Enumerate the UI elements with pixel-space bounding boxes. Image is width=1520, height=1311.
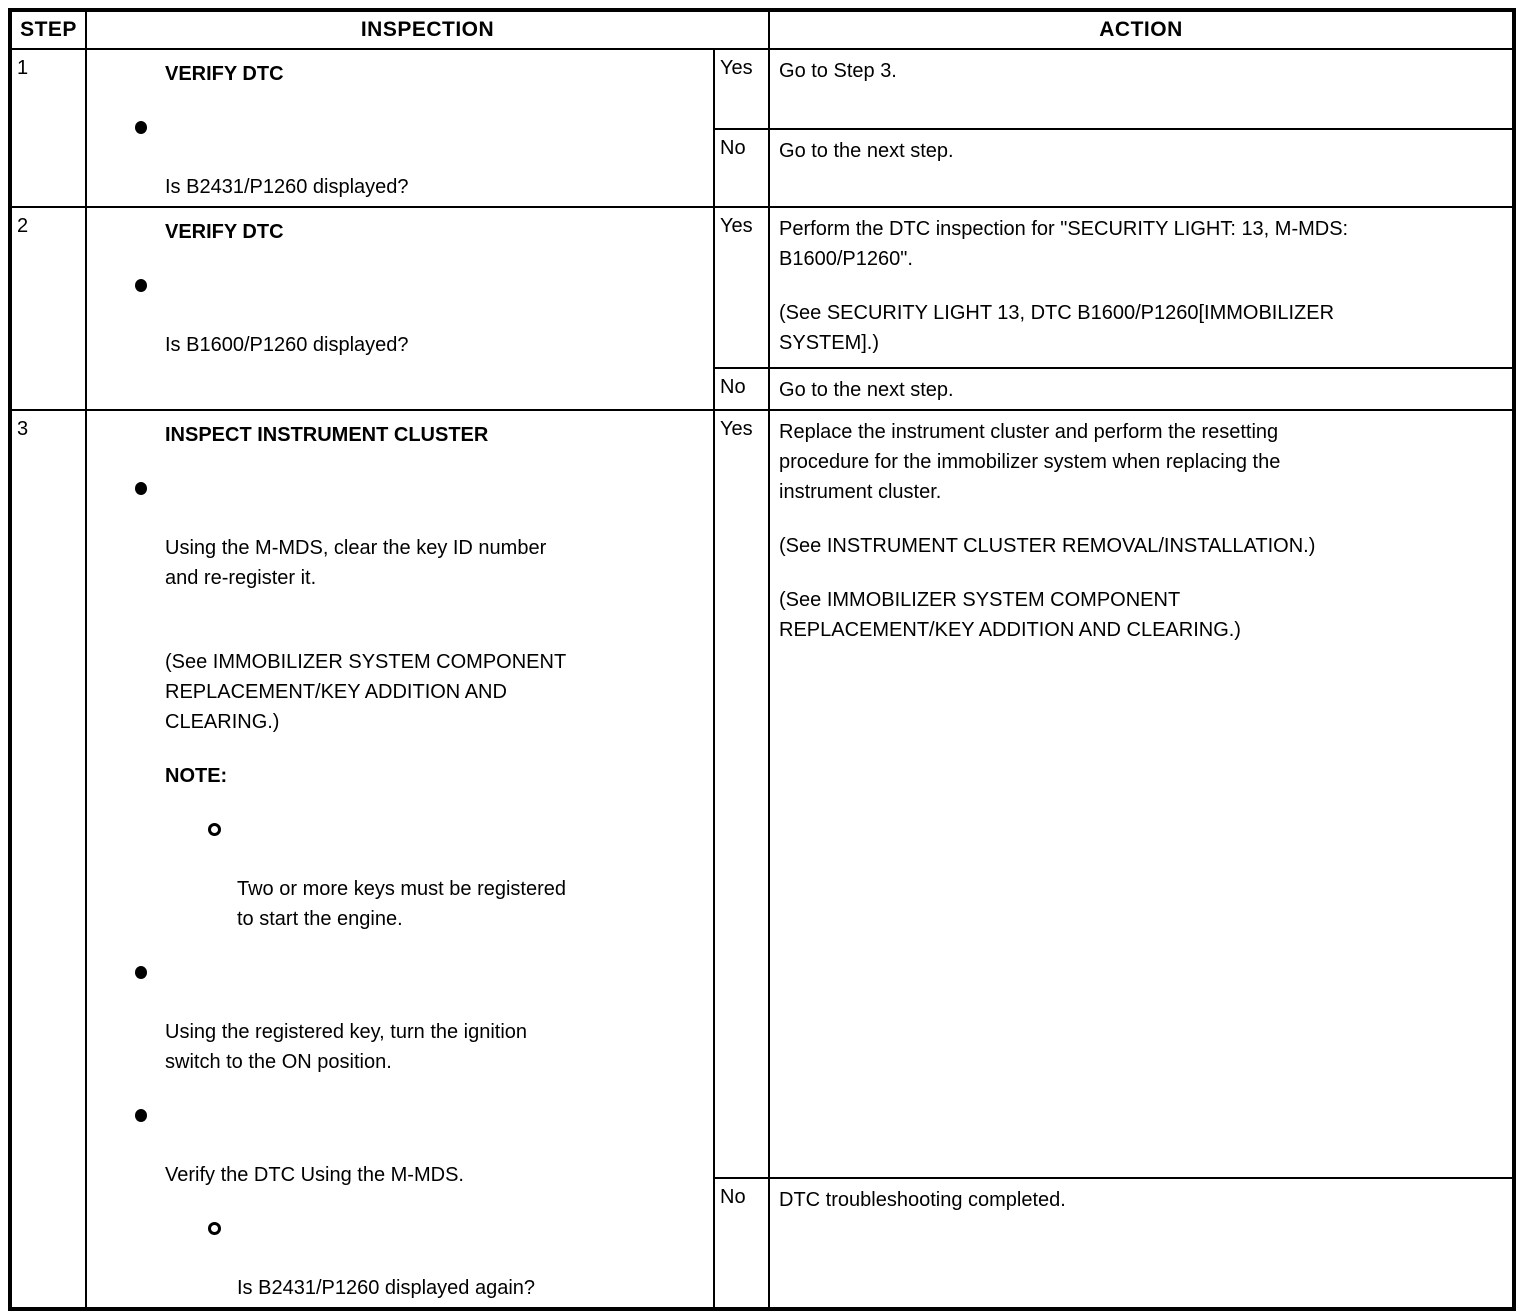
- inspection-cell: VERIFY DTC Is B1600/P1260 displayed?: [85, 206, 715, 411]
- inspection-cell: VERIFY DTC Is B2431/P1260 displayed?: [85, 48, 715, 208]
- sub-question-item: Is B2431/P1260 displayed again?: [88, 1213, 712, 1303]
- table-row: 1 VERIFY DTC Is B2431/P1260 displayed? Y…: [9, 48, 1516, 208]
- header-step: STEP: [9, 9, 87, 50]
- circle-icon: [208, 823, 221, 836]
- bullet-icon: [135, 279, 147, 292]
- table-row: No Go to the next step.: [10, 367, 1516, 411]
- no-label: No: [712, 1177, 771, 1310]
- note-sub-text: Two or more keys must be registered to s…: [237, 878, 567, 930]
- note-label: NOTE:: [165, 765, 228, 787]
- step-number: 3: [9, 409, 87, 1310]
- bullet-icon: [135, 1109, 147, 1122]
- no-label: No: [712, 367, 771, 411]
- header-inspection: INSPECTION: [84, 9, 771, 50]
- action-paragraph: Go to the next step.: [779, 139, 954, 162]
- action-paragraph: Go to Step 3.: [779, 60, 897, 82]
- action-paragraph: (See INSTRUMENT CLUSTER REMOVAL/INSTALLA…: [779, 535, 1316, 557]
- bullet-text: Is B2431/P1260 displayed?: [165, 176, 409, 198]
- inspection-title: VERIFY DTC: [165, 63, 284, 85]
- action-paragraph: Replace the instrument cluster and perfo…: [779, 421, 1281, 503]
- bullet-text: Using the registered key, turn the ignit…: [165, 1021, 528, 1073]
- table-row: 2 VERIFY DTC Is B1600/P1260 displayed? Y…: [9, 206, 1516, 411]
- bullet-icon: [135, 121, 147, 134]
- step-number: 2: [9, 206, 87, 411]
- bullet-text: Is B1600/P1260 displayed?: [165, 334, 409, 356]
- no-action-cell: Go to the next step.: [768, 367, 1516, 411]
- sub-question-text: Is B2431/P1260 displayed again?: [237, 1277, 536, 1299]
- inspection-cell: INSPECT INSTRUMENT CLUSTER Using the M-M…: [85, 409, 715, 1310]
- bullet-item: Using the registered key, turn the ignit…: [88, 957, 712, 1077]
- bullet-icon: [135, 966, 147, 979]
- bullet-text: Using the M-MDS, clear the key ID number…: [165, 537, 547, 589]
- yes-action-cell: Perform the DTC inspection for "SECURITY…: [768, 206, 1516, 369]
- step-number: 1: [9, 48, 87, 208]
- yes-action-cell: Go to Step 3.: [768, 48, 1516, 130]
- action-paragraph: Go to the next step.: [779, 379, 954, 401]
- see-reference-text: (See IMMOBILIZER SYSTEM COMPONENT REPLAC…: [165, 651, 567, 733]
- bullet-item: Using the M-MDS, clear the key ID number…: [88, 473, 712, 593]
- table-row: No Go to the next step.: [10, 127, 1516, 209]
- header-action: ACTION: [768, 9, 1516, 50]
- bullet-item: Verify the DTC Using the M-MDS.: [88, 1100, 712, 1190]
- inspection-title: VERIFY DTC: [165, 221, 284, 243]
- table-header-row: STEP INSPECTION ACTION: [9, 9, 1516, 50]
- no-action-cell: DTC troubleshooting completed.: [768, 1177, 1516, 1310]
- inspection-title: INSPECT INSTRUMENT CLUSTER: [165, 424, 489, 446]
- bullet-item: Is B2431/P1260 displayed?: [88, 112, 712, 202]
- no-action-cell: Go to the next step.: [768, 127, 1516, 209]
- bullet-item: Is B1600/P1260 displayed?: [88, 270, 712, 360]
- circle-icon: [208, 1222, 221, 1235]
- action-paragraph: Perform the DTC inspection for "SECURITY…: [779, 218, 1349, 270]
- yes-label: Yes: [712, 48, 771, 130]
- action-paragraph: (See SECURITY LIGHT 13, DTC B1600/P1260[…: [779, 302, 1335, 354]
- action-paragraph: (See IMMOBILIZER SYSTEM COMPONENT REPLAC…: [779, 589, 1241, 641]
- yes-label: Yes: [712, 408, 771, 1180]
- yes-action-cell: Replace the instrument cluster and perfo…: [768, 408, 1516, 1180]
- action-paragraph: DTC troubleshooting completed.: [779, 1189, 1066, 1212]
- yes-label: Yes: [712, 206, 771, 369]
- note-sub-item: Two or more keys must be registered to s…: [88, 814, 712, 934]
- no-label: No: [712, 127, 771, 209]
- troubleshooting-table: STEP INSPECTION ACTION 1 VERIFY DTC Is B…: [8, 8, 1517, 1311]
- bullet-icon: [135, 482, 147, 495]
- table-row: 3 INSPECT INSTRUMENT CLUSTER Using the M…: [9, 408, 1516, 1310]
- see-reference: (See IMMOBILIZER SYSTEM COMPONENT REPLAC…: [88, 617, 712, 737]
- bullet-text: Verify the DTC Using the M-MDS.: [165, 1164, 464, 1186]
